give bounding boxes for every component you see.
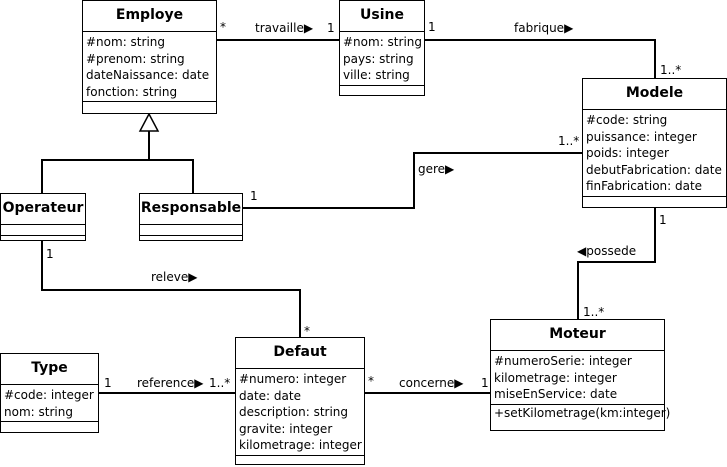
inheritance-arrowhead <box>138 112 160 132</box>
class-name: Usine <box>340 1 424 32</box>
releve-to-multiplicity: * <box>304 324 310 338</box>
travaille-from-multiplicity: * <box>220 20 226 34</box>
reference-to-multiplicity: 1..* <box>209 376 231 390</box>
attribute: #code: integer <box>4 388 94 402</box>
class-operateur[interactable]: Operateur <box>0 193 86 241</box>
attribute-list: #numero: integer date: date description:… <box>236 369 364 455</box>
concerne-from-multiplicity: * <box>368 374 374 388</box>
fabrique-line <box>424 39 656 80</box>
attribute: dateNaissance: date <box>86 68 210 83</box>
divider <box>491 403 664 405</box>
attribute: ville: string <box>343 68 410 83</box>
attribute: gravite: integer <box>239 421 333 436</box>
class-type[interactable]: Type #code: integer nom: string <box>0 353 99 433</box>
divider <box>1 235 85 236</box>
attribute: #prenom: string <box>86 51 185 66</box>
attribute-list: #nom: string #prenom: string dateNaissan… <box>83 32 216 101</box>
reference-from-multiplicity: 1 <box>104 376 112 390</box>
divider <box>140 235 242 236</box>
attribute: nom: string <box>4 404 73 419</box>
attribute-list: #nom: string pays: string ville: string <box>340 32 424 85</box>
class-modele[interactable]: Modele #code: string puissance: integer … <box>582 78 727 208</box>
attribute: puissance: integer <box>586 129 697 144</box>
possede-line <box>577 208 656 320</box>
gere-from-multiplicity: 1 <box>250 189 258 203</box>
attribute: kilometrage: integer <box>494 370 617 385</box>
concerne-label: concerne▶ <box>399 376 464 390</box>
class-usine[interactable]: Usine #nom: string pays: string ville: s… <box>339 0 425 96</box>
class-name: Type <box>1 354 98 385</box>
class-name: Responsable <box>140 194 242 225</box>
divider <box>340 84 424 86</box>
possede-label: ◀possede <box>577 244 637 258</box>
releve-from-multiplicity: 1 <box>46 247 54 261</box>
attribute: fonction: string <box>86 84 178 99</box>
operation: +setKilometrage(km:integer) <box>494 405 671 420</box>
attribute-list: #numeroSerie: integer kilometrage: integ… <box>491 351 664 404</box>
attribute: #numero: integer <box>239 372 347 386</box>
attribute: pays: string <box>343 51 414 66</box>
class-defaut[interactable]: Defaut #numero: integer date: date descr… <box>235 337 365 465</box>
attribute-compartment <box>1 225 85 235</box>
possede-from-multiplicity: 1 <box>659 213 667 227</box>
class-name: Moteur <box>491 320 664 351</box>
attribute: miseEnService: date <box>494 387 618 402</box>
fabrique-to-multiplicity: 1..* <box>660 63 682 77</box>
attribute: #nom: string <box>86 35 165 49</box>
class-name: Modele <box>583 79 726 110</box>
class-name: Employe <box>83 1 216 32</box>
class-name: Operateur <box>1 194 85 225</box>
operation-list: +setKilometrage(km:integer) <box>491 405 671 422</box>
class-employe[interactable]: Employe #nom: string #prenom: string dat… <box>82 0 217 114</box>
attribute: description: string <box>239 405 349 420</box>
attribute: #numeroSerie: integer <box>494 354 632 368</box>
inheritance-branch-operateur <box>41 159 194 196</box>
attribute-list: #code: integer nom: string <box>1 385 98 421</box>
attribute-list: #code: string puissance: integer poids: … <box>583 110 726 196</box>
divider <box>583 195 726 197</box>
gere-label: gere▶ <box>418 162 455 176</box>
possede-to-multiplicity: 1..* <box>583 305 605 319</box>
attribute-compartment <box>140 225 242 235</box>
class-responsable[interactable]: Responsable <box>139 193 243 241</box>
attribute: poids: integer <box>586 146 669 161</box>
travaille-label: travaille▶ <box>255 21 314 35</box>
attribute: debutFabrication: date <box>586 162 722 177</box>
fabrique-label: fabrique▶ <box>514 21 574 35</box>
attribute: #code: string <box>586 113 668 127</box>
attribute: kilometrage: integer <box>239 438 362 453</box>
divider <box>236 454 364 456</box>
fabrique-from-multiplicity: 1 <box>428 20 436 34</box>
attribute: date: date <box>239 388 301 403</box>
releve-line <box>41 240 301 337</box>
travaille-to-multiplicity: 1 <box>327 21 335 35</box>
releve-label: releve▶ <box>151 270 198 284</box>
concerne-to-multiplicity: 1 <box>481 376 489 390</box>
divider <box>1 421 98 423</box>
class-moteur[interactable]: Moteur #numeroSerie: integer kilometrage… <box>490 319 671 431</box>
divider <box>83 101 216 103</box>
reference-label: reference▶ <box>137 376 204 390</box>
class-name: Defaut <box>236 338 364 369</box>
attribute: finFabrication: date <box>586 179 703 194</box>
gere-line <box>242 152 582 209</box>
attribute: #nom: string <box>343 35 422 49</box>
gere-to-multiplicity: 1..* <box>558 134 580 148</box>
